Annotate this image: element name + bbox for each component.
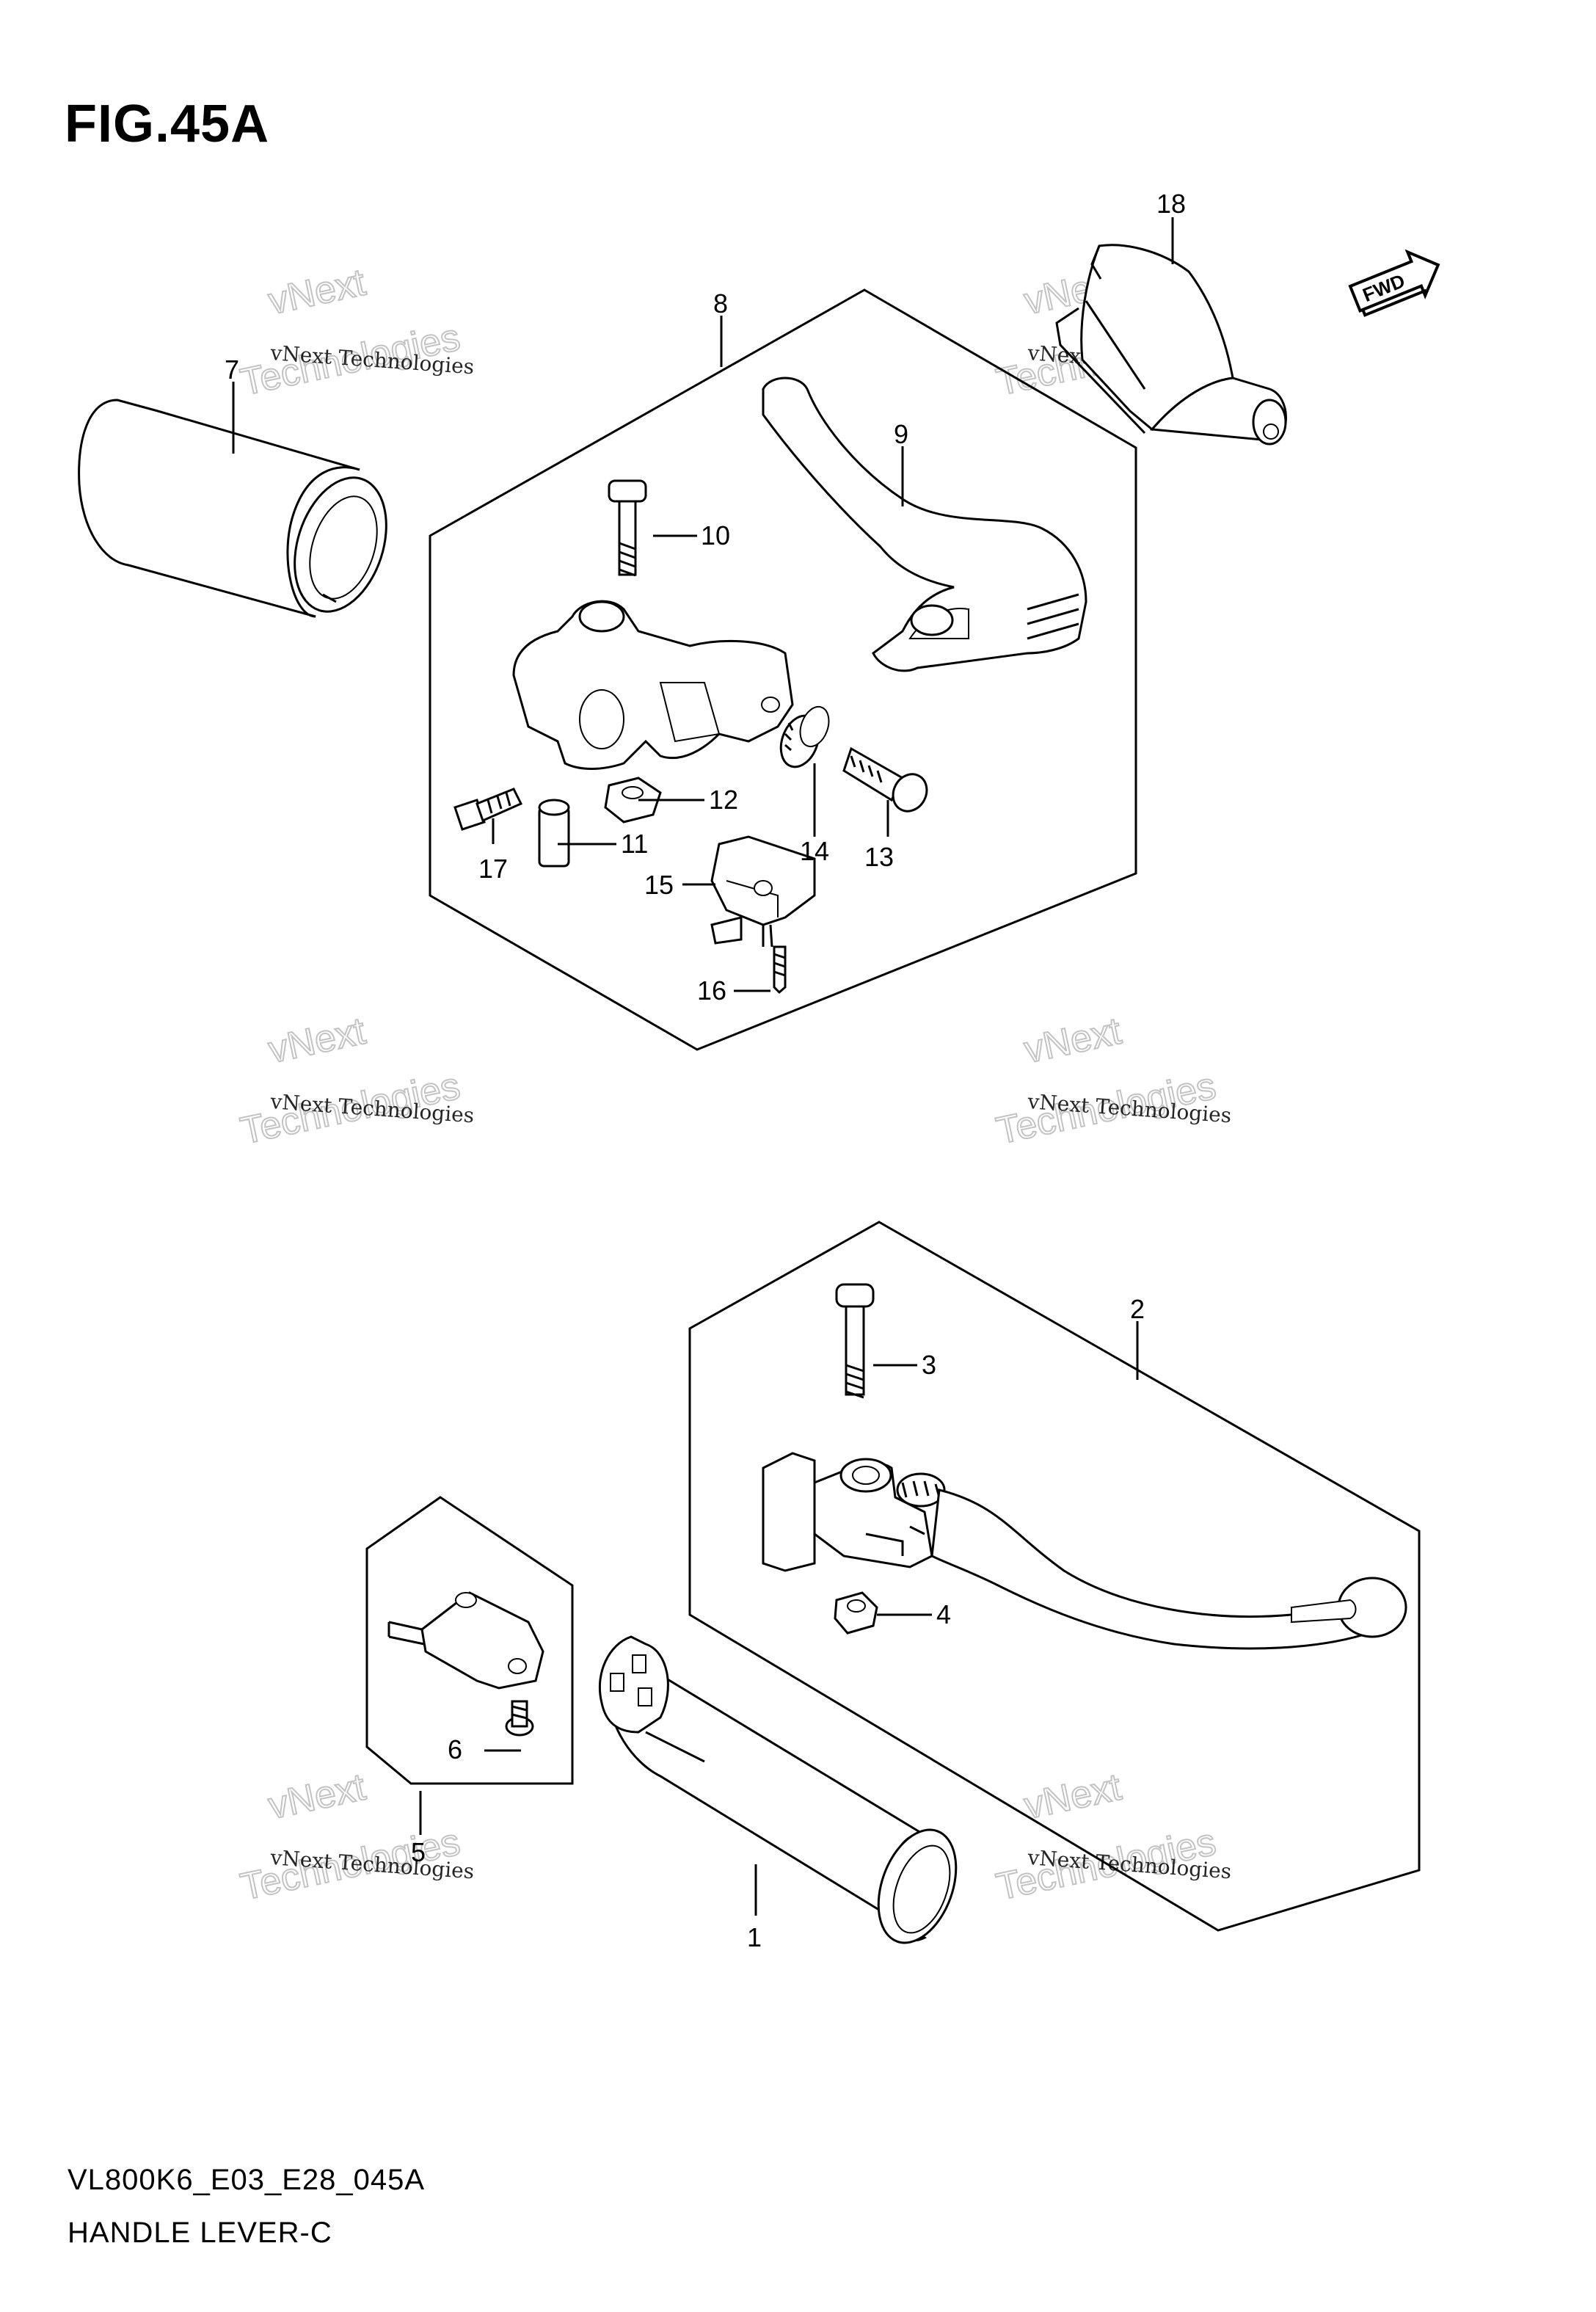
fwd-arrow-icon: FWD bbox=[1348, 249, 1440, 317]
leader-lines bbox=[232, 217, 1174, 1916]
callout-5: 5 bbox=[411, 1837, 426, 1867]
callout-12: 12 bbox=[709, 785, 738, 815]
part-4-nut bbox=[834, 1591, 878, 1635]
part-1-throttle-grip bbox=[598, 1635, 958, 1944]
part-13-adjust-screw bbox=[842, 746, 928, 813]
part-11-collar bbox=[538, 799, 570, 868]
part-17-screw bbox=[453, 788, 523, 831]
callout-10: 10 bbox=[701, 520, 730, 550]
watermark-big: vNext bbox=[265, 1010, 370, 1072]
callout-16: 16 bbox=[697, 975, 726, 1006]
part-12-nut bbox=[604, 777, 662, 824]
callout-17: 17 bbox=[478, 854, 508, 884]
part-5-switch bbox=[387, 1591, 544, 1690]
callout-11: 11 bbox=[621, 829, 648, 859]
part-9-lever bbox=[762, 377, 1087, 672]
frame-part-8 bbox=[429, 288, 1137, 1051]
figure-title: FIG.45A bbox=[65, 95, 270, 153]
watermark-big: vNext bbox=[265, 1766, 370, 1828]
lever-mount-bracket bbox=[512, 600, 794, 770]
part-3-pivot-bolt bbox=[835, 1283, 875, 1399]
figure-name: HANDLE LEVER-C bbox=[68, 2217, 332, 2249]
part-16-screw bbox=[773, 945, 787, 995]
callout-8: 8 bbox=[713, 288, 728, 319]
part-2-lever-assembly bbox=[762, 1452, 1407, 1650]
figure-model-code: VL800K6_E03_E28_045A bbox=[68, 2164, 426, 2196]
callout-3: 3 bbox=[922, 1350, 936, 1380]
watermark-big: vNext bbox=[1021, 1010, 1126, 1072]
part-14-adjuster bbox=[779, 705, 830, 768]
watermark-big: vNext bbox=[265, 261, 370, 323]
callout-15: 15 bbox=[644, 870, 674, 900]
callout-14: 14 bbox=[800, 836, 829, 866]
watermark-big: vNext bbox=[1021, 1766, 1126, 1828]
callout-4: 4 bbox=[936, 1599, 951, 1629]
callout-1: 1 bbox=[747, 1922, 762, 1952]
part-10-bolt bbox=[608, 479, 647, 577]
callout-7: 7 bbox=[225, 355, 239, 385]
frame-part-5 bbox=[365, 1496, 574, 1785]
part-6-screw bbox=[505, 1700, 534, 1737]
callout-numbers: 7 8 9 10 18 12 11 17 14 13 15 16 2 3 4 6… bbox=[225, 189, 1186, 1952]
part-15-switch bbox=[710, 835, 816, 948]
callout-9: 9 bbox=[894, 419, 908, 449]
frame-part-2 bbox=[688, 1221, 1421, 1932]
callout-13: 13 bbox=[864, 842, 894, 872]
callout-2: 2 bbox=[1130, 1294, 1145, 1324]
callout-18: 18 bbox=[1156, 189, 1186, 219]
part-18-boot bbox=[1055, 244, 1287, 446]
part-7-grip bbox=[78, 399, 387, 618]
callout-6: 6 bbox=[448, 1734, 462, 1764]
